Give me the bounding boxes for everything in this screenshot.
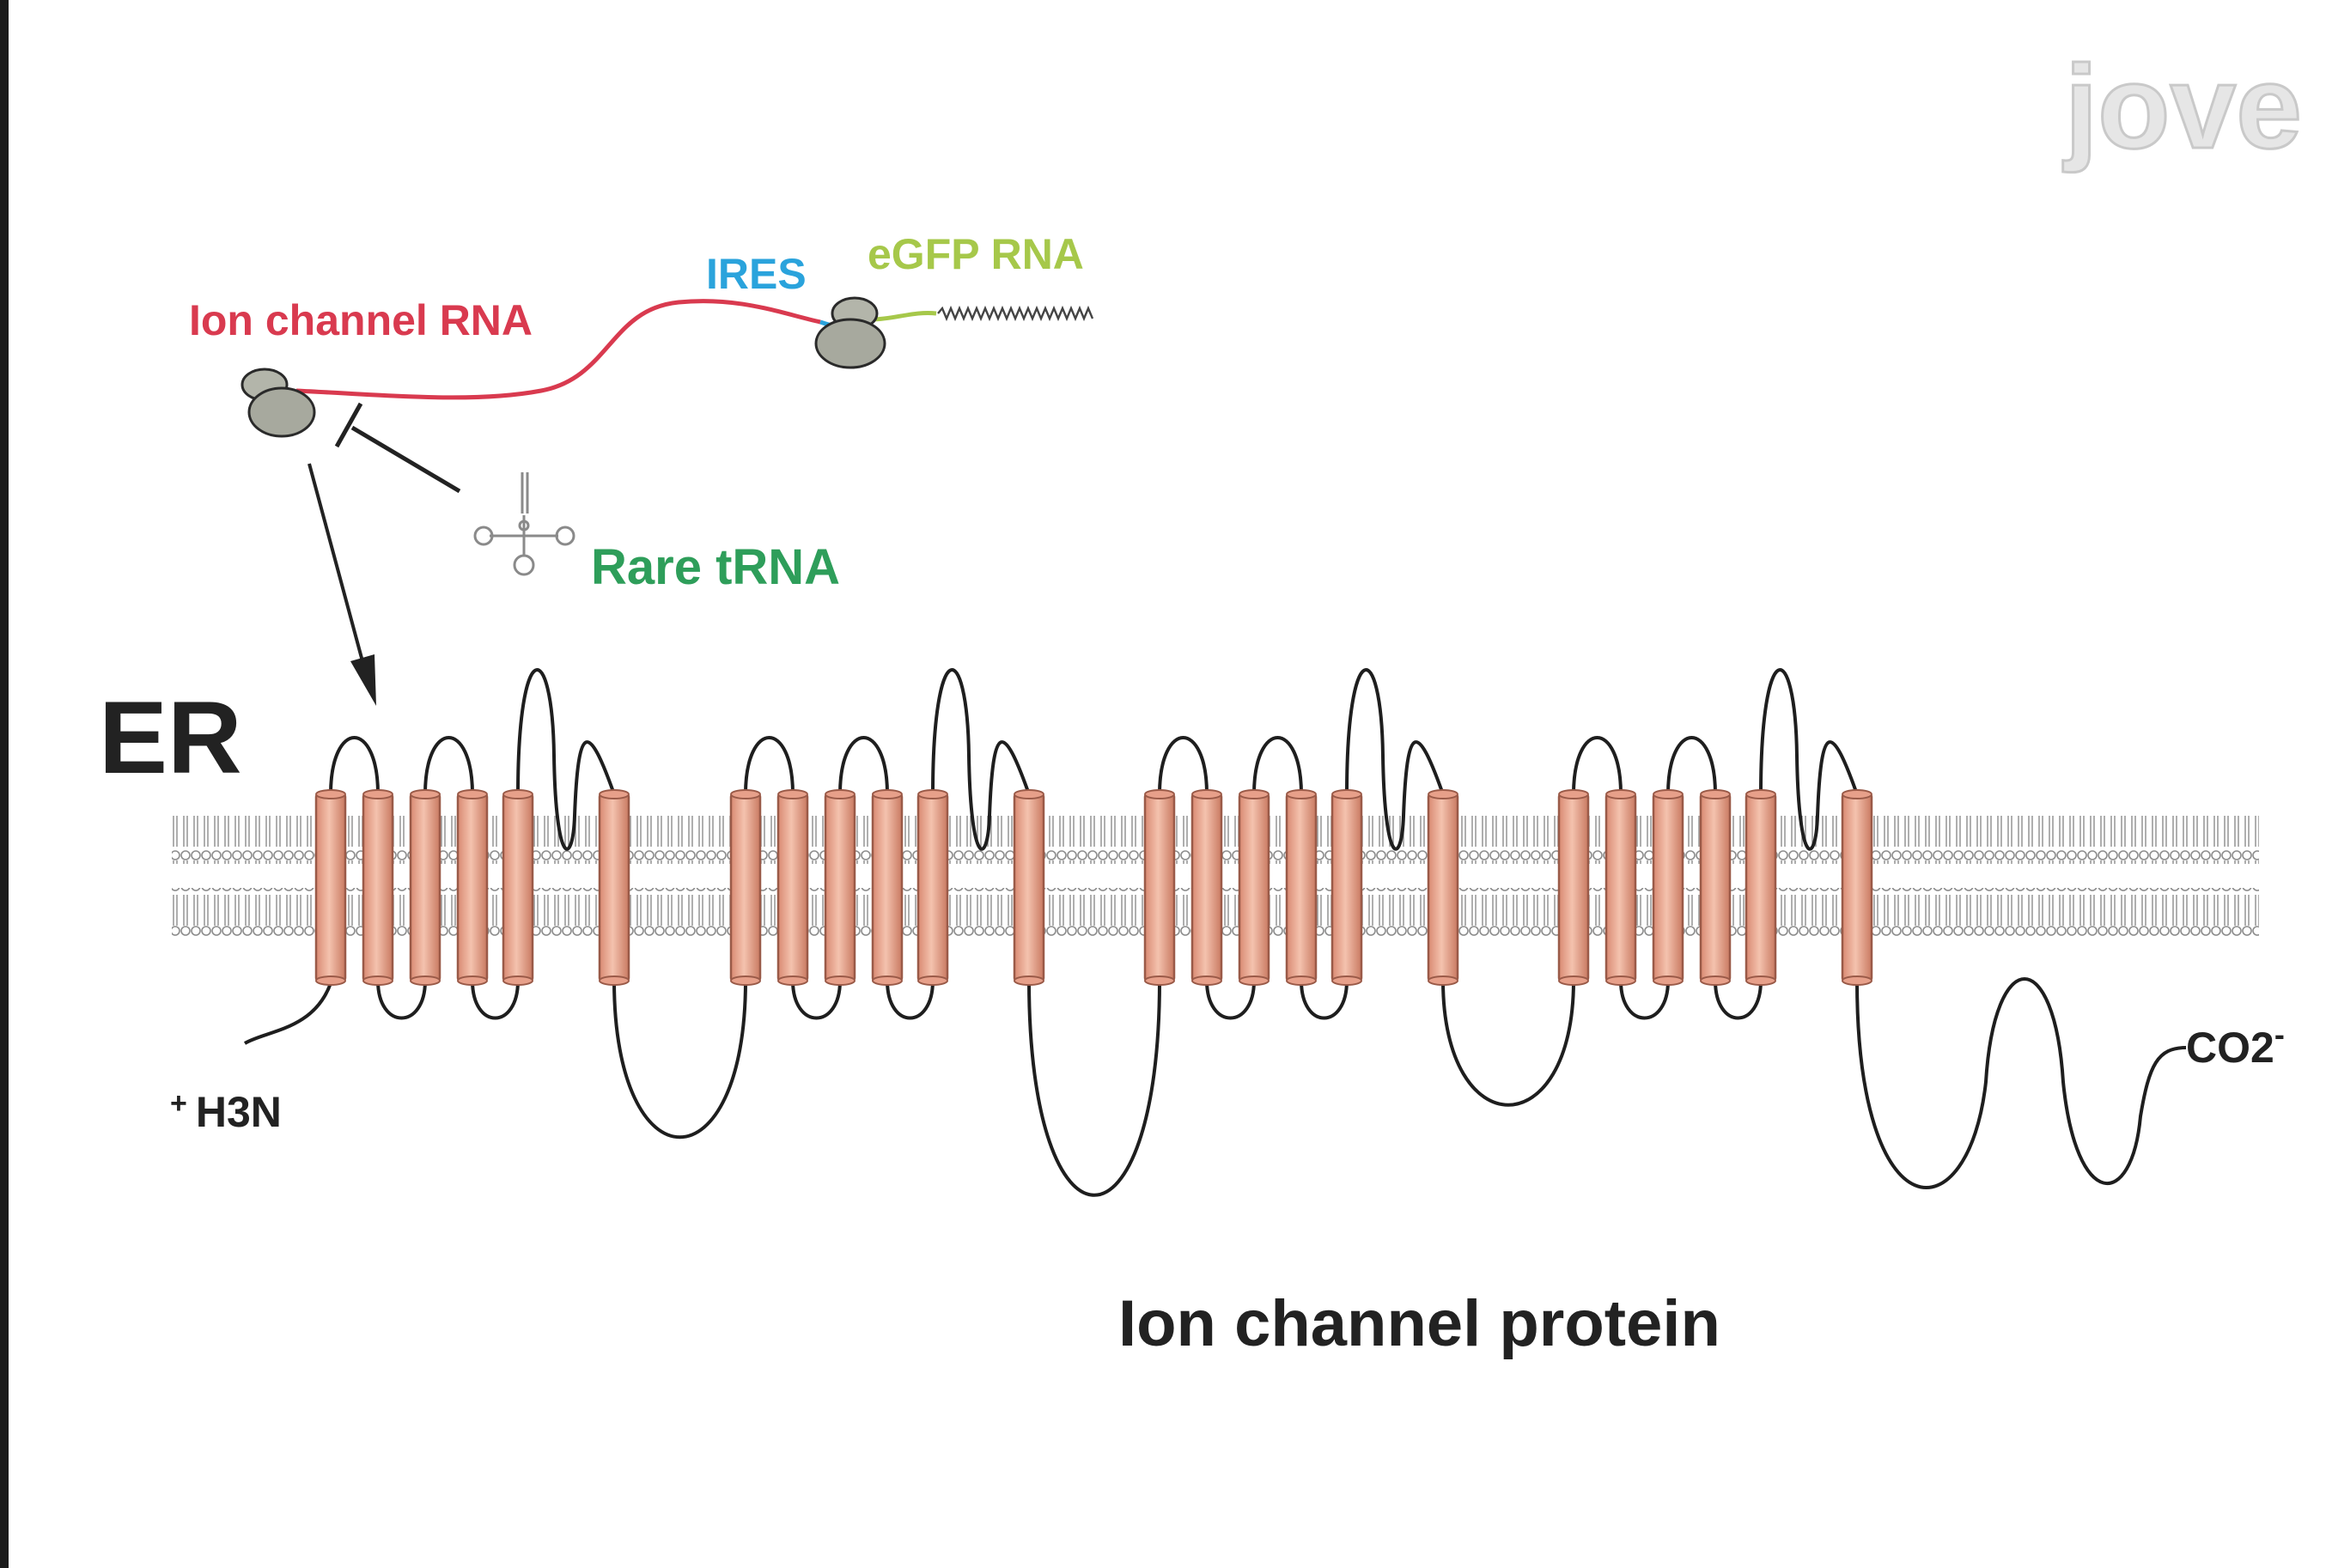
helix-cap [825,789,856,799]
transmembrane-helix-d1-s2 [362,793,394,982]
helix-cap [410,789,441,799]
transmembrane-helix-d2-s1 [729,793,762,982]
helix-cap [1428,789,1458,799]
helix-cap [1014,789,1044,799]
egfp-rna-strand [871,310,937,322]
transmembrane-helix-d4-s2 [1604,793,1637,982]
helix-cap [730,975,761,986]
helix-cap [362,789,393,799]
helix-cap [777,975,808,986]
transmembrane-helix-d1-s4 [456,793,489,982]
mrna-construct [241,296,1094,438]
helix-cap [410,975,441,986]
helix-cap [599,789,630,799]
helix-cap [1653,975,1684,986]
transmembrane-helix-d2-s2 [776,793,809,982]
helix-cap [1745,975,1776,986]
n-terminus-charge: + [170,1087,187,1120]
helix-cap [917,789,948,799]
helix-cap [1191,789,1222,799]
helix-cap [730,789,761,799]
helix-cap [1331,975,1362,986]
helix-cap [1605,975,1636,986]
transmembrane-helices [314,789,1873,986]
helix-cap [315,789,346,799]
ribosome-1 [241,368,316,438]
trna-icon [473,472,575,576]
label-ion-channel-rna: Ion channel RNA [189,296,533,344]
translation-arrow [307,463,376,706]
helix-cap [1745,789,1776,799]
helix-cap [1653,789,1684,799]
transmembrane-helix-d4-s4 [1699,793,1732,982]
ion-channel-rna-strand [295,299,821,400]
transmembrane-helix-d3-s3 [1238,793,1270,982]
helix-cap [1286,789,1317,799]
poly-a-tail [937,305,1094,322]
c-terminus-charge: - [2274,1017,2285,1052]
transmembrane-helix-d3-s6 [1427,793,1459,982]
helix-cap [1239,975,1270,986]
helix-cap [502,975,533,986]
transmembrane-helix-d3-s4 [1285,793,1318,982]
label-ion-channel-protein: Ion channel protein [1118,1287,1720,1360]
helix-cap [1558,789,1589,799]
helix-cap [599,975,630,986]
helix-cap [1558,975,1589,986]
helix-cap [502,789,533,799]
helix-cap [1700,789,1731,799]
transmembrane-helix-d2-s5 [916,793,949,982]
helix-cap [872,789,903,799]
helix-cap [457,789,488,799]
transmembrane-helix-d2-s6 [1013,793,1045,982]
label-n-terminus: + H3N [170,1087,282,1136]
label-ires: IRES [706,250,807,298]
transmembrane-helix-d3-s1 [1143,793,1176,982]
diagram-frame: jove [9,0,2326,1568]
transmembrane-helix-d3-s5 [1330,793,1363,982]
inhibition-arrow [334,402,461,494]
helix-cap [1842,789,1872,799]
c-terminus-text: CO2 [2186,1024,2274,1072]
label-er: ER [99,680,242,795]
helix-cap [777,789,808,799]
helix-cap [1428,975,1458,986]
transmembrane-helix-d1-s5 [502,793,534,982]
helix-cap [1331,789,1362,799]
ribosome-2 [814,296,886,369]
helix-cap [872,975,903,986]
helix-cap [1700,975,1731,986]
helix-cap [362,975,393,986]
transmembrane-helix-d2-s3 [824,793,856,982]
transmembrane-helix-d4-s5 [1744,793,1777,982]
ion-channel-diagram: jove [99,40,2304,1361]
transmembrane-helix-d2-s4 [871,793,904,982]
helix-cap [1014,975,1044,986]
helix-cap [1605,789,1636,799]
helix-cap [457,975,488,986]
helix-cap [1842,975,1872,986]
transmembrane-helix-d4-s6 [1841,793,1873,982]
helix-cap [917,975,948,986]
n-terminus-text: H3N [196,1088,282,1136]
transmembrane-helix-d1-s3 [409,793,441,982]
helix-cap [1144,975,1175,986]
helix-cap [825,975,856,986]
transmembrane-helix-d1-s1 [314,793,347,982]
transmembrane-helix-d1-s6 [598,793,630,982]
helix-cap [1239,789,1270,799]
label-c-terminus: CO2- [2186,1017,2285,1072]
transmembrane-helix-d3-s2 [1190,793,1223,982]
transmembrane-helix-d4-s3 [1652,793,1684,982]
helix-cap [1286,975,1317,986]
helix-cap [1191,975,1222,986]
transmembrane-helix-d4-s1 [1557,793,1590,982]
helix-cap [1144,789,1175,799]
label-rare-trna: Rare tRNA [591,539,840,595]
helix-cap [315,975,346,986]
label-egfp-rna: eGFP RNA [868,230,1084,278]
watermark-logo: jove [2062,41,2302,173]
